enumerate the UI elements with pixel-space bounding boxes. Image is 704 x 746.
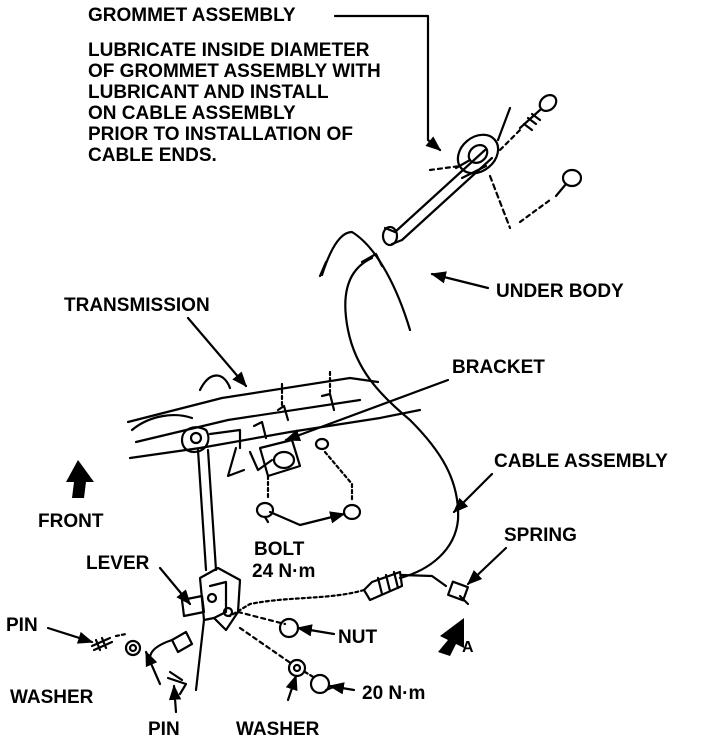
screw-lower bbox=[518, 168, 583, 224]
screw-top bbox=[498, 94, 558, 152]
lever-arrow bbox=[158, 566, 192, 606]
view-a-arrow bbox=[438, 618, 464, 656]
bracket-arrow bbox=[284, 378, 450, 442]
bolt-right bbox=[323, 450, 362, 521]
spring-arrow bbox=[466, 546, 508, 586]
washer-left-label: WASHER bbox=[10, 687, 94, 708]
note-line: CABLE ENDS. bbox=[88, 145, 217, 166]
nut-torque-label: 20 N·m bbox=[362, 683, 426, 704]
cable-assembly bbox=[344, 256, 460, 580]
pin-bottom-label: PIN bbox=[148, 719, 180, 740]
cable-spring bbox=[228, 570, 470, 618]
pin-left bbox=[90, 630, 194, 660]
front-direction-arrow bbox=[66, 460, 94, 498]
bolt-left bbox=[255, 474, 275, 524]
note-line: OF GROMMET ASSEMBLY WITH bbox=[88, 61, 381, 82]
lever-shaft bbox=[196, 448, 218, 572]
torque-20-arrow bbox=[328, 682, 356, 695]
bolt-leader bbox=[268, 512, 344, 525]
note-line: ON CABLE ASSEMBLY bbox=[88, 103, 296, 124]
grommet-leader bbox=[333, 14, 442, 152]
note-line: LUBRICATE INSIDE DIAMETER bbox=[88, 40, 370, 61]
bolt-label: BOLT bbox=[254, 539, 305, 560]
nut-arrow bbox=[296, 624, 336, 637]
bracket-label: BRACKET bbox=[452, 357, 545, 378]
cable-assembly-label: CABLE ASSEMBLY bbox=[494, 451, 668, 472]
pin-bottom-arrow bbox=[168, 684, 182, 714]
spring-label: SPRING bbox=[504, 525, 577, 546]
transmission-arrow bbox=[186, 316, 248, 388]
upper-cable-grommet bbox=[381, 106, 512, 247]
washer-bottom-arrow bbox=[285, 674, 298, 702]
bracket bbox=[258, 437, 330, 478]
lever-label: LEVER bbox=[86, 553, 150, 574]
note-line: LUBRICANT AND INSTALL bbox=[88, 82, 329, 103]
underbody-arrow bbox=[430, 271, 490, 290]
front-label: FRONT bbox=[38, 511, 104, 532]
nut-label: NUT bbox=[338, 627, 378, 648]
pin-left-arrow bbox=[46, 626, 94, 644]
cable-assembly-arrow bbox=[452, 472, 494, 514]
pin-bottom bbox=[166, 670, 188, 696]
transmission-label: TRANSMISSION bbox=[64, 295, 210, 316]
underbody-outline bbox=[320, 230, 412, 332]
lubrication-note: LUBRICATE INSIDE DIAMETER OF GROMMET ASS… bbox=[88, 40, 381, 166]
washer-left-arrow bbox=[144, 650, 162, 686]
under-body-label: UNDER BODY bbox=[496, 281, 624, 302]
grommet-assembly-label: GROMMET ASSEMBLY bbox=[88, 5, 296, 26]
washer-bottom-label: WASHER bbox=[236, 719, 320, 740]
note-line: PRIOR TO INSTALLATION OF bbox=[88, 124, 353, 145]
bolt-torque-label: 24 N·m bbox=[252, 561, 316, 582]
view-a-label: A bbox=[462, 639, 474, 656]
pin-left-label: PIN bbox=[6, 615, 38, 636]
lever bbox=[180, 566, 242, 692]
nut-washer-chain bbox=[236, 610, 338, 695]
